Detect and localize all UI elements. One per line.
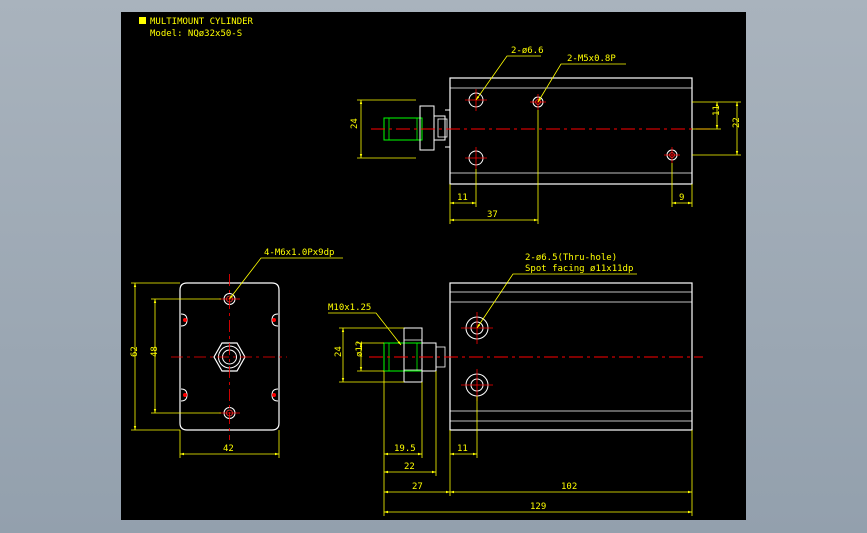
callout-end-tap: 4-M6x1.0Px9dp bbox=[264, 248, 334, 258]
dim-side-129: 129 bbox=[530, 502, 546, 512]
dim-top-9: 9 bbox=[679, 193, 684, 203]
drawing-title: MULTIMOUNT CYLINDER bbox=[150, 17, 254, 27]
dim-end-42: 42 bbox=[223, 444, 234, 454]
dim-side-11: 11 bbox=[457, 444, 468, 454]
dim-side-rod-dia: ø12 bbox=[355, 341, 365, 357]
callout-top-tap: 2-M5x0.8P bbox=[567, 54, 616, 64]
dim-side-27: 27 bbox=[412, 482, 423, 492]
dim-end-62: 62 bbox=[130, 346, 140, 357]
callout-side-hole-line2: Spot facing ø11x11dp bbox=[525, 264, 633, 274]
dim-top-24: 24 bbox=[350, 118, 360, 129]
dim-side-22: 22 bbox=[404, 462, 415, 472]
cad-drawing: MULTIMOUNT CYLINDER Model: NQø32x50-S bbox=[130, 17, 742, 516]
drawing-canvas: MULTIMOUNT CYLINDER Model: NQø32x50-S bbox=[121, 12, 746, 520]
side-nut bbox=[403, 327, 423, 383]
end-hex-nut bbox=[213, 342, 246, 372]
callout-top-holes: 2-ø6.6 bbox=[511, 46, 544, 56]
callout-side-thread: M10x1.25 bbox=[328, 303, 371, 313]
callout-side-hole-line1: 2-ø6.5(Thru-hole) bbox=[525, 253, 617, 263]
dim-side-24: 24 bbox=[334, 346, 344, 357]
dim-top-11-right: 11 bbox=[712, 105, 722, 116]
end-view: 4-M6x1.0Px9dp 62 48 42 bbox=[130, 248, 343, 458]
dim-top-37: 37 bbox=[487, 210, 498, 220]
drawing-model: Model: NQø32x50-S bbox=[150, 29, 242, 39]
dim-top-22: 22 bbox=[732, 117, 742, 128]
top-body-outline bbox=[449, 77, 693, 185]
side-view: 2-ø6.5(Thru-hole) Spot facing ø11x11dp M… bbox=[328, 253, 703, 516]
dim-top-11-left: 11 bbox=[457, 193, 468, 203]
title-marker-icon bbox=[139, 17, 146, 24]
end-body-outline bbox=[179, 282, 280, 431]
dim-side-102: 102 bbox=[561, 482, 577, 492]
top-view: 2-ø6.6 2-M5x0.8P 24 11 22 11 37 9 bbox=[350, 46, 742, 224]
dim-end-48: 48 bbox=[150, 346, 160, 357]
dim-side-19-5: 19.5 bbox=[394, 444, 416, 454]
